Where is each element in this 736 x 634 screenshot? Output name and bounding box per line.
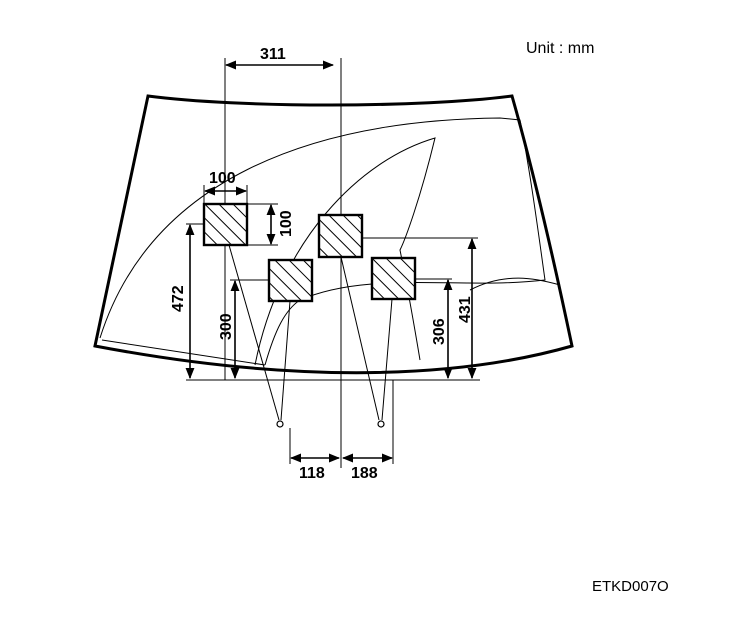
test-area-c xyxy=(267,258,314,303)
dim-472-label: 472 xyxy=(170,285,187,312)
right-wiper-pivot xyxy=(377,420,385,428)
left-wiper-arm-1 xyxy=(228,244,280,421)
dim-311-label: 311 xyxy=(260,46,286,63)
unit-label: Unit : mm xyxy=(526,40,594,57)
left-wiper-arm-2 xyxy=(280,300,291,421)
right-wiper-arc xyxy=(469,277,561,291)
left-wiper-pivot xyxy=(276,420,284,428)
figure-code: ETKD007O xyxy=(592,578,669,595)
dim-100-width-label: 100 xyxy=(209,170,236,187)
right-wiper-arm-1 xyxy=(340,256,380,421)
test-area-a xyxy=(202,202,249,247)
dim-300-label: 300 xyxy=(218,313,235,340)
windshield-outline xyxy=(93,94,574,375)
right-wiper-sweep xyxy=(254,137,436,366)
test-area-b xyxy=(317,213,364,259)
dim-306-label: 306 xyxy=(431,318,448,345)
dim-188-label: 188 xyxy=(351,465,378,482)
dim-431-label: 431 xyxy=(457,296,474,323)
dim-100-height-label: 100 xyxy=(278,210,295,237)
test-area-d xyxy=(370,256,417,301)
dim-118-label: 118 xyxy=(299,465,325,482)
right-wiper-arm-2 xyxy=(381,298,393,421)
